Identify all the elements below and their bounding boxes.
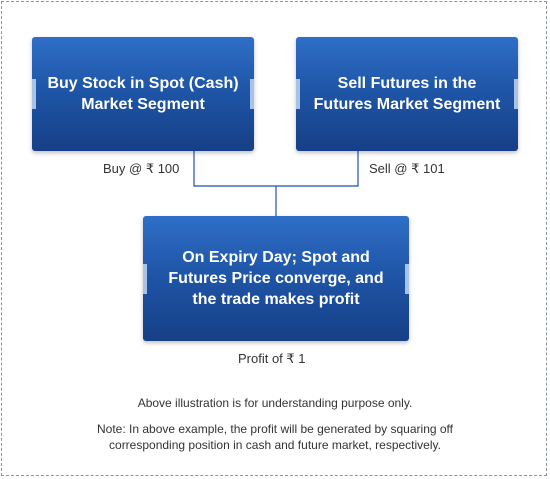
buy-price-label: Buy @ ₹ 100	[103, 161, 180, 176]
note-text: Note: In above example, the profit will …	[0, 421, 550, 453]
sell-price-label: Sell @ ₹ 101	[369, 161, 445, 176]
disclaimer-text: Above illustration is for understanding …	[137, 396, 413, 410]
futures-market-text: Sell Futures in the Futures Market Segme…	[313, 75, 501, 113]
spot-market-box: Buy Stock in Spot (Cash) Market Segment	[32, 37, 254, 151]
futures-market-box: Sell Futures in the Futures Market Segme…	[296, 37, 518, 151]
note-line-1: Note: In above example, the profit will …	[97, 422, 453, 436]
profit-label: Profit of ₹ 1	[238, 351, 306, 366]
expiry-day-box: On Expiry Day; Spot and Futures Price co…	[143, 216, 409, 341]
top-connector	[193, 151, 359, 187]
expiry-day-text: On Expiry Day; Spot and Futures Price co…	[168, 249, 384, 308]
note-line-2: corresponding position in cash and futur…	[109, 438, 441, 452]
spot-market-text: Buy Stock in Spot (Cash) Market Segment	[47, 75, 239, 113]
